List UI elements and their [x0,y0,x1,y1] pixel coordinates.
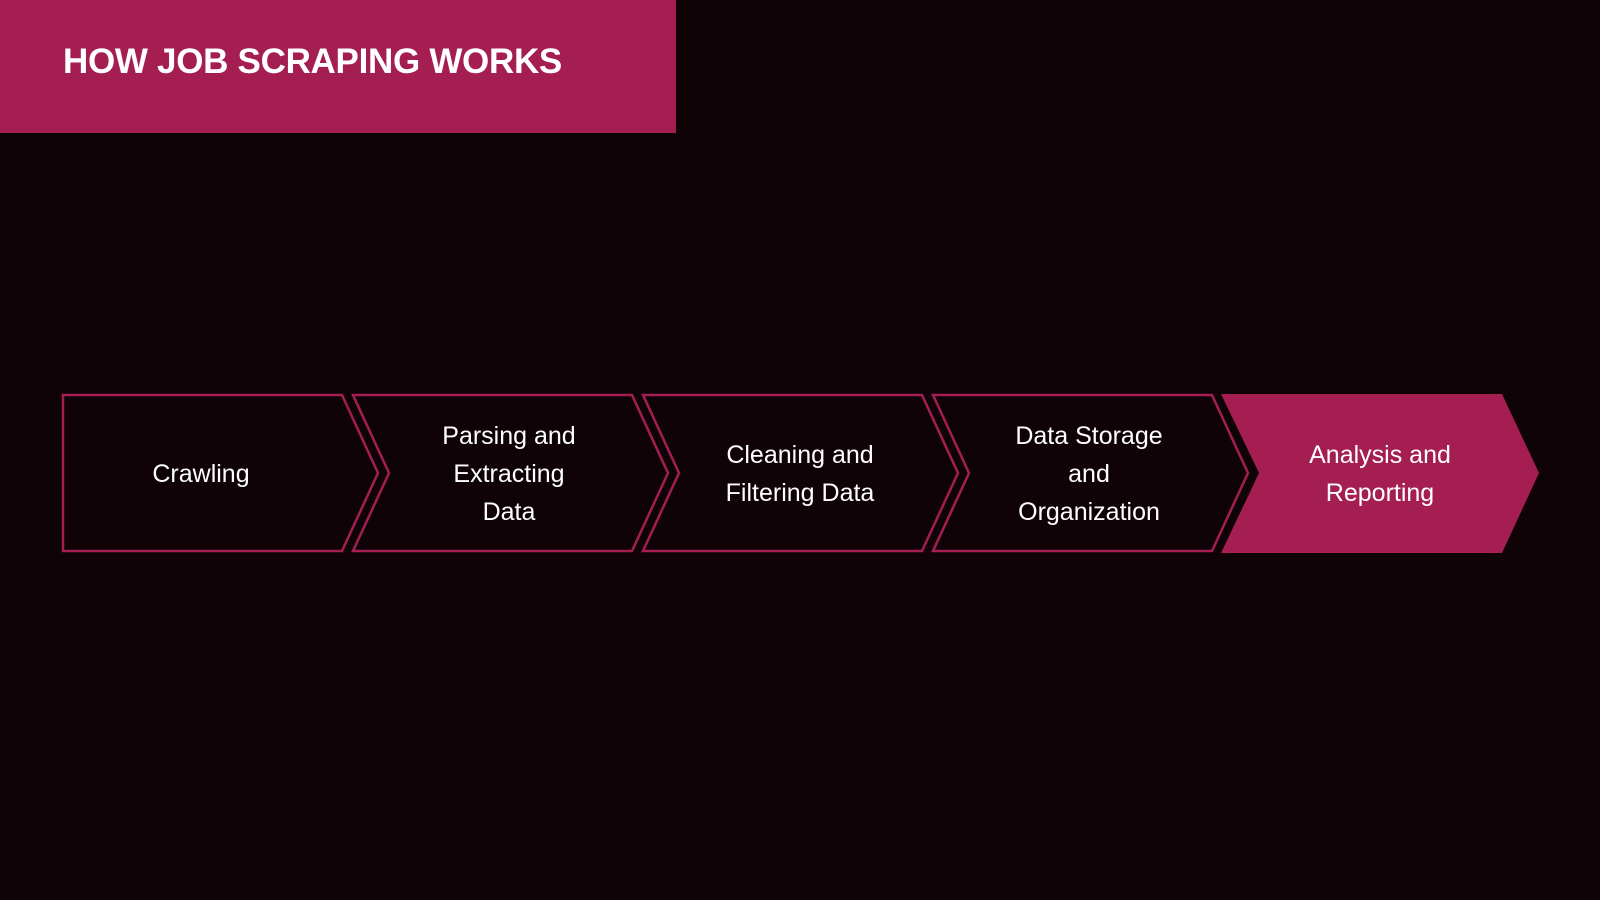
step-2-shape [351,393,670,553]
page-title: HOW JOB SCRAPING WORKS [63,42,562,81]
step-4-label: Data Storage and Organization [1015,421,1163,526]
step-5-shape [1221,394,1539,553]
step-3-shape [641,393,960,553]
step-3-label: Cleaning and Filtering Data [725,440,875,507]
step-1-label: Crawling [152,459,250,488]
step-5-label: Analysis and Reporting [1309,440,1451,507]
step-4-shape [931,393,1250,553]
step-2-label: Parsing and Extracting Data [442,421,576,526]
title-banner: HOW JOB SCRAPING WORKS [0,0,676,133]
step-1-shape [61,393,380,553]
